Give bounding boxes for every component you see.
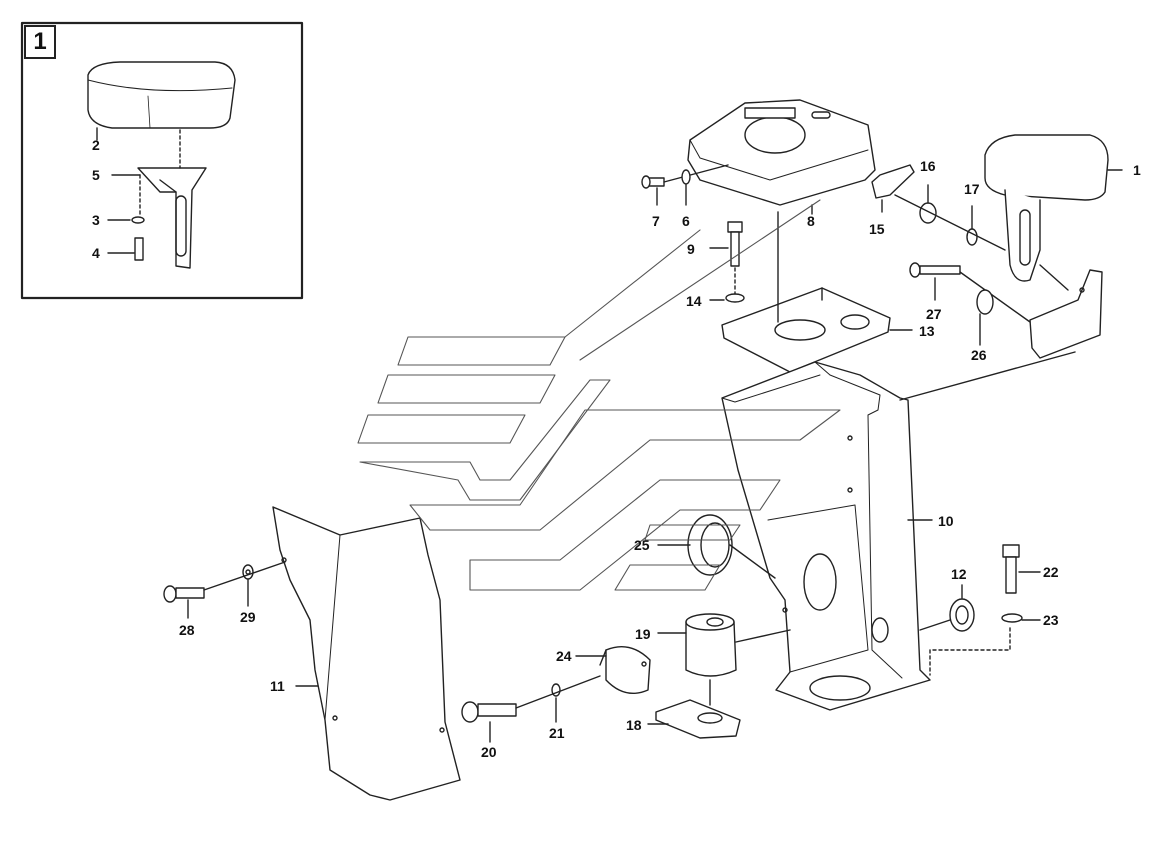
part-label-24: 24 [556, 648, 572, 664]
part-label-12: 12 [951, 566, 967, 582]
spacer-18 [655, 699, 741, 739]
part-label-2: 2 [92, 137, 100, 153]
part-label-14: 14 [686, 293, 702, 309]
part-label-11: 11 [270, 678, 285, 694]
console-top-cover [687, 99, 876, 206]
inset-frame [20, 21, 304, 300]
bolt-20 [461, 701, 517, 723]
washer-29 [242, 564, 254, 580]
part-label-28: 28 [179, 622, 195, 638]
lever-knob-15 [871, 164, 915, 199]
part-label-10: 10 [938, 513, 954, 529]
part-label-29: 29 [240, 609, 256, 625]
bolt-27 [909, 262, 961, 278]
part-label-8: 8 [807, 213, 815, 229]
washer-26 [976, 289, 994, 315]
part-label-21: 21 [549, 725, 565, 741]
part-label-4: 4 [92, 245, 100, 261]
mounting-plate-13 [721, 287, 891, 373]
grommet-25 [687, 514, 733, 576]
part-label-6: 6 [682, 213, 690, 229]
washer-23 [1001, 613, 1023, 623]
part-label-25: 25 [634, 537, 650, 553]
part-label-9: 9 [687, 241, 695, 257]
part-label-23: 23 [1043, 612, 1059, 628]
screw-7 [641, 175, 665, 189]
part-label-7: 7 [652, 213, 660, 229]
bolt-9 [727, 221, 743, 267]
washer-12 [949, 598, 975, 632]
part-label-18: 18 [626, 717, 642, 733]
part-label-26: 26 [971, 347, 987, 363]
watermark-logo [357, 199, 841, 591]
washer-14 [725, 293, 745, 303]
part-label-16: 16 [920, 158, 936, 174]
side-panel-11 [272, 506, 461, 801]
console-frame-10 [721, 361, 931, 711]
sleeve-19 [685, 613, 737, 677]
inset-bracket [137, 167, 207, 269]
armrest-pad-1 [984, 134, 1109, 282]
part-label-5: 5 [92, 167, 100, 183]
part-label-13: 13 [919, 323, 935, 339]
part-label-27: 27 [926, 306, 942, 322]
inset-number-box: 1 [24, 25, 56, 59]
bolt-22 [1002, 544, 1020, 594]
part-label-20: 20 [481, 744, 497, 760]
part-label-3: 3 [92, 212, 100, 228]
part-label-1: 1 [1133, 162, 1141, 178]
sleeve-16 [919, 202, 937, 224]
part-label-22: 22 [1043, 564, 1059, 580]
bracket-26 [1029, 269, 1103, 359]
part-label-17: 17 [964, 181, 980, 197]
inset-armrest-pad [87, 61, 236, 129]
washer-6 [681, 169, 691, 185]
part-label-15: 15 [869, 221, 885, 237]
part-label-19: 19 [635, 626, 651, 642]
bolt-28 [163, 585, 205, 603]
clip-24 [599, 646, 651, 694]
